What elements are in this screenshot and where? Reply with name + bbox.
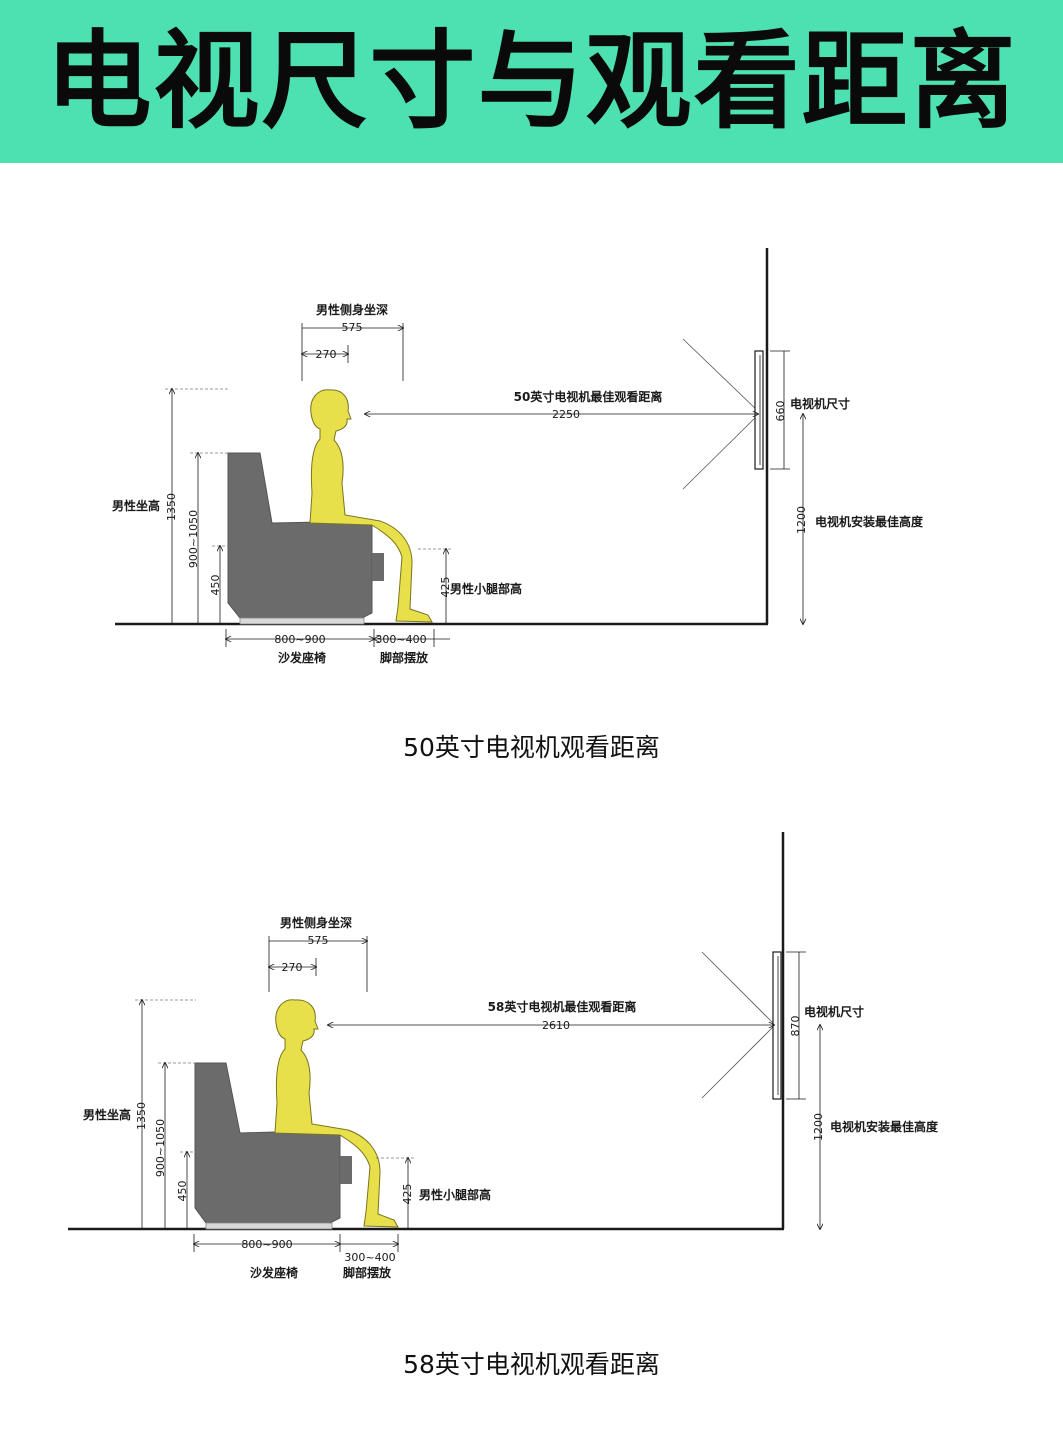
viewing-distance-label: 58英寸电视机最佳观看距离 xyxy=(488,999,637,1014)
seat-depth-label: 男性侧身坐深 xyxy=(316,302,388,317)
diagram-50-caption: 50英寸电视机观看距离 xyxy=(403,733,660,762)
seated-person-figure xyxy=(309,389,433,623)
back-height-value: 900~1050 xyxy=(187,510,200,568)
tv-height-label: 电视机安装最佳高度 xyxy=(815,514,924,529)
tv-height-value: 1200 xyxy=(812,1113,825,1141)
foot-value: 300~400 xyxy=(375,633,426,646)
seat-depth-label: 男性侧身坐深 xyxy=(280,915,352,930)
diagram-58-inch: 58英寸电视机最佳观看距离 2610 男性侧身坐深 575 270 1350 男… xyxy=(0,780,1063,1400)
sofa-label: 沙发座椅 xyxy=(250,1265,298,1280)
sofa-width-value: 800~900 xyxy=(274,633,325,646)
diagram-58-svg: 58英寸电视机最佳观看距离 2610 男性侧身坐深 575 270 1350 男… xyxy=(68,832,939,1280)
leg-height-value: 425 xyxy=(439,577,452,598)
leg-height-value: 425 xyxy=(401,1184,414,1205)
viewing-distance-value: 2610 xyxy=(542,1019,570,1032)
seat-height-value: 450 xyxy=(176,1181,189,1202)
sightline-upper xyxy=(682,338,761,414)
page-title: 电视尺寸与观看距离 xyxy=(45,19,1018,143)
sofa-width-value: 800~900 xyxy=(241,1238,292,1251)
sightline-lower xyxy=(701,1024,776,1099)
leg-height-label: 男性小腿部高 xyxy=(450,581,522,596)
tv-screen xyxy=(772,951,782,1100)
diagram-58-caption: 58英寸电视机观看距离 xyxy=(403,1350,660,1379)
sightline-lower xyxy=(682,412,761,490)
seat-depth-value: 575 xyxy=(342,321,363,334)
tv-size-label: 电视机尺寸 xyxy=(804,1004,864,1019)
head-depth-value: 270 xyxy=(316,348,337,361)
tv-screen xyxy=(754,350,764,470)
sofa xyxy=(227,452,384,625)
leg-height-label: 男性小腿部高 xyxy=(419,1187,491,1202)
title-banner: 电视尺寸与观看距离 xyxy=(0,0,1063,163)
head-depth-value: 270 xyxy=(282,961,303,974)
sit-height-label: 男性坐高 xyxy=(112,498,160,513)
sightline-upper xyxy=(701,951,776,1026)
tv-height-value: 1200 xyxy=(795,506,808,534)
viewing-distance-value: 2250 xyxy=(552,408,580,421)
sit-height-value: 1350 xyxy=(135,1102,148,1130)
foot-value: 300~400 xyxy=(344,1251,395,1264)
seated-person-figure xyxy=(274,999,399,1228)
back-height-value: 900~1050 xyxy=(154,1119,167,1177)
sit-height-label: 男性坐高 xyxy=(83,1107,131,1122)
seat-height-value: 450 xyxy=(209,575,222,596)
foot-label: 脚部摆放 xyxy=(343,1265,392,1280)
tv-height-label: 电视机安装最佳高度 xyxy=(830,1119,939,1134)
diagram-50-svg: 50英寸电视机最佳观看距离 2250 男性侧身坐深 575 270 1350 男… xyxy=(112,248,924,665)
tv-size-value: 870 xyxy=(789,1016,802,1037)
diagram-50-inch: 50英寸电视机最佳观看距离 2250 男性侧身坐深 575 270 1350 男… xyxy=(0,163,1063,783)
sit-height-value: 1350 xyxy=(165,493,178,521)
tv-size-value: 660 xyxy=(774,401,787,422)
foot-label: 脚部摆放 xyxy=(380,650,429,665)
seat-depth-value: 575 xyxy=(308,934,329,947)
sofa-label: 沙发座椅 xyxy=(278,650,326,665)
tv-size-label: 电视机尺寸 xyxy=(790,396,850,411)
viewing-distance-label: 50英寸电视机最佳观看距离 xyxy=(514,389,663,404)
sofa xyxy=(194,1062,352,1230)
